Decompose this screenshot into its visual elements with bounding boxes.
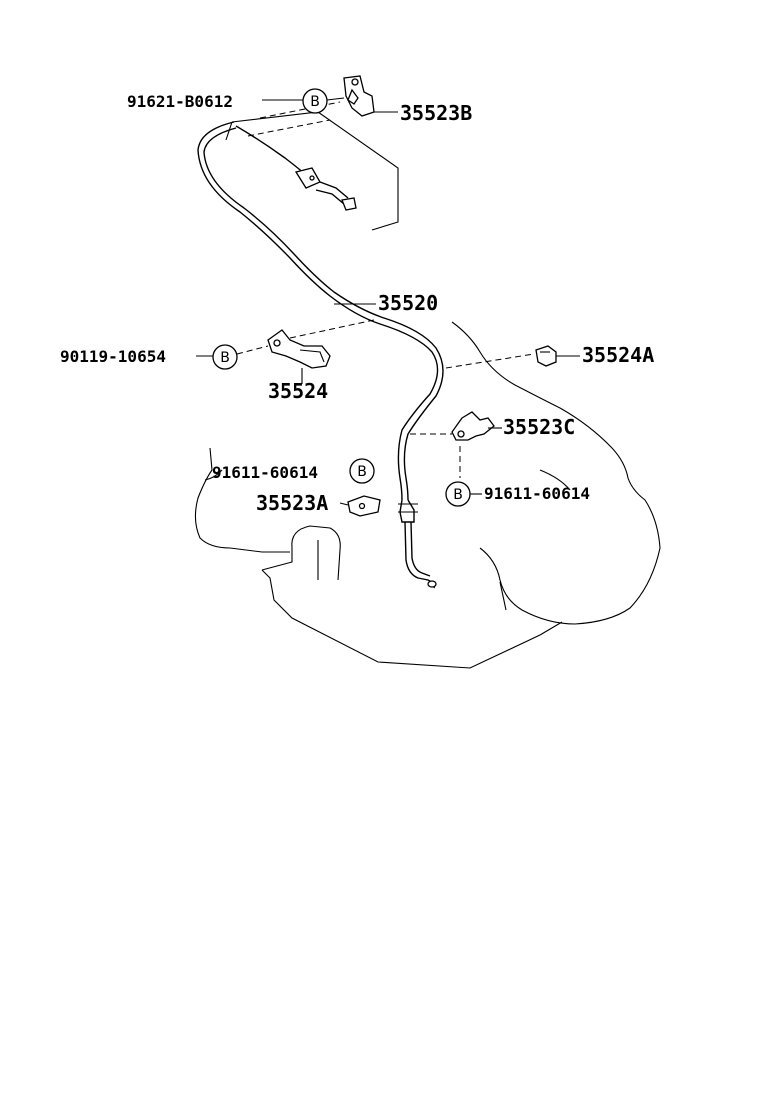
label-35523A: 35523A bbox=[256, 491, 328, 515]
bolt-marker-91621-B0612: B bbox=[302, 88, 345, 114]
label-91621-B0612: 91621-B0612 bbox=[127, 92, 233, 111]
bolt-marker-90119-10654: B bbox=[212, 344, 269, 370]
clip-35523A bbox=[347, 495, 381, 517]
label-35520: 35520 bbox=[378, 291, 438, 315]
bolt-marker-91611-60614-left: B bbox=[349, 458, 375, 484]
bolt-marker-letter: B bbox=[357, 464, 367, 480]
transmission-outline bbox=[194, 321, 661, 669]
label-90119-10654: 90119-10654 bbox=[60, 347, 166, 366]
label-91611-60614-right: 91611-60614 bbox=[484, 484, 590, 503]
grommet-35524A bbox=[445, 345, 557, 369]
clamp-35524 bbox=[267, 319, 375, 369]
label-35524: 35524 bbox=[268, 379, 328, 403]
bolt-marker-letter: B bbox=[310, 94, 320, 110]
upper-housing-outline bbox=[225, 111, 399, 231]
bolt-marker-letter: B bbox=[453, 487, 463, 503]
leader-lines bbox=[196, 99, 580, 506]
label-35524A: 35524A bbox=[582, 343, 654, 367]
cable-35520 bbox=[197, 121, 444, 589]
bolt-marker-letter: B bbox=[220, 350, 230, 366]
label-91611-60614-left: 91611-60614 bbox=[212, 463, 318, 482]
label-35523C: 35523C bbox=[503, 415, 575, 439]
label-35523B: 35523B bbox=[400, 101, 472, 125]
bolt-marker-91611-60614-right: B bbox=[445, 481, 471, 507]
clamp-35523B bbox=[259, 75, 375, 119]
bracket-35523C bbox=[410, 411, 495, 478]
